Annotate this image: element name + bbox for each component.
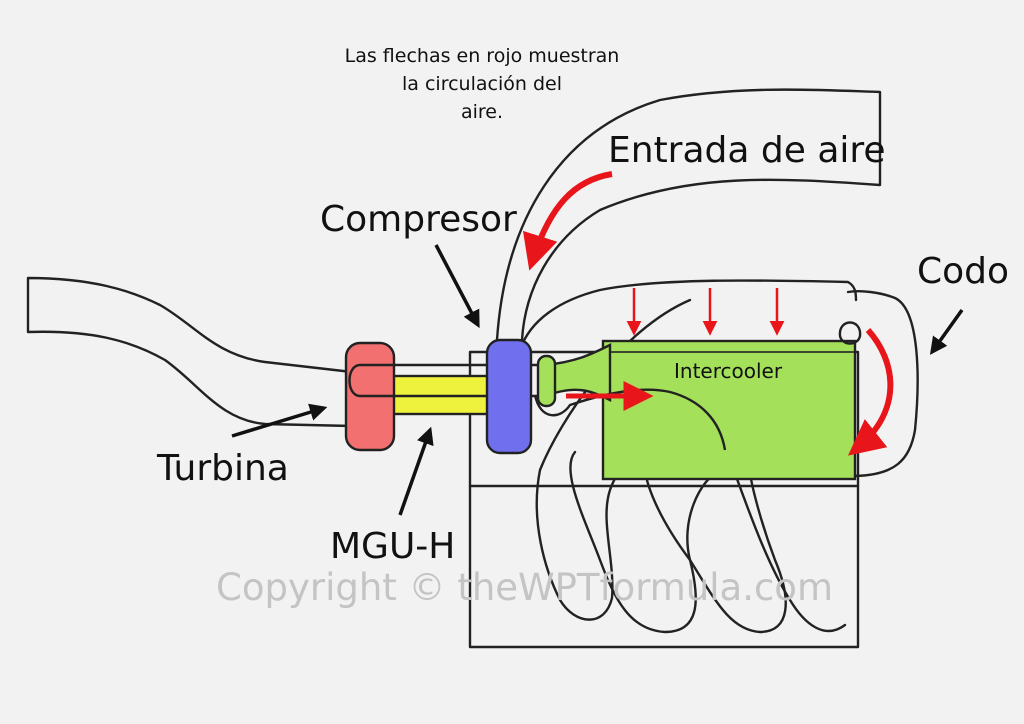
label-air-intake: Entrada de aire	[608, 130, 886, 171]
label-intercooler: Intercooler	[674, 359, 783, 383]
airflow-arrow-elbow	[847, 327, 894, 456]
compressor-outlet-ring	[536, 354, 557, 408]
intake-runner	[569, 450, 722, 634]
air-intake-duct	[495, 88, 882, 342]
label-turbine: Turbina	[156, 448, 289, 489]
note-line-1: Las flechas en rojo muestran	[345, 45, 620, 67]
intake-runner	[535, 298, 692, 621]
mguh-pointer-arrow	[398, 426, 434, 516]
label-mguh: MGU-H	[330, 526, 455, 567]
note-line-3: aire.	[461, 101, 503, 123]
intake-runner	[728, 458, 847, 632]
intercooler-inner	[602, 351, 856, 480]
label-elbow: Codo	[917, 251, 1009, 292]
compressor-outlet-pipe	[518, 279, 858, 352]
copyright-watermark: Copyright © theWPTformula.com	[216, 566, 833, 609]
intercooler-inlet	[543, 343, 612, 402]
turbine-inner-loop	[348, 363, 397, 398]
turbine-pointer-arrow	[231, 403, 328, 438]
note-line-2: la circulación del	[402, 73, 562, 95]
airflow-arrows	[522, 171, 894, 456]
exhaust-pipe	[26, 276, 354, 428]
intake-runner	[643, 446, 787, 634]
elbow-pointer-arrow	[929, 308, 964, 355]
intake-runners	[535, 298, 847, 634]
compressor-pointer-arrow	[434, 244, 480, 329]
airflow-arrow-intake	[522, 171, 613, 271]
elbow-pipe	[846, 290, 919, 478]
compressor-housing	[485, 338, 533, 455]
label-arrows	[231, 244, 964, 516]
elbow-inner-loop	[838, 321, 862, 345]
label-compressor: Compresor	[320, 199, 517, 240]
